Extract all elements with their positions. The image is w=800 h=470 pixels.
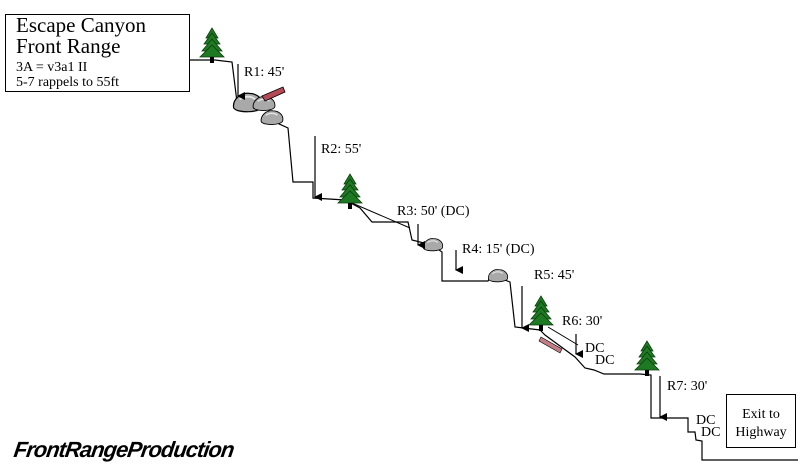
exit-line2: Highway: [735, 424, 787, 440]
pine-tree-icon: [199, 27, 225, 64]
boulder-icon: [487, 268, 509, 283]
rappel-label-r7: R7: 30': [667, 379, 707, 394]
exit-box: Exit to Highway: [726, 394, 796, 448]
log-icon: [538, 336, 563, 354]
rappel-label-r3: R3: 50' (DC): [397, 204, 470, 219]
rappel-label-r6: R6: 30': [562, 314, 602, 329]
pine-tree-icon: [528, 295, 554, 332]
rappel-label-r2: R2: 55': [321, 142, 361, 157]
exit-line1: Exit to: [742, 407, 780, 422]
r3-slab-line: [344, 199, 411, 229]
canyon-floor-profile: [5, 59, 798, 461]
route-rating: 3A = v3a1 II: [16, 60, 88, 76]
route-info-box: Escape Canyon Front Range 3A = v3a1 II 5…: [5, 14, 190, 92]
pine-tree-icon: [634, 340, 660, 377]
rappel-label-r1: R1: 45': [244, 65, 284, 80]
boulder-icon: [422, 237, 444, 252]
canyon-name: Escape Canyon: [16, 13, 147, 37]
rappel-summary: 5-7 rappels to 55ft: [16, 74, 120, 90]
downclimb-label: DC: [585, 341, 604, 356]
downclimb-label: DC: [595, 353, 614, 368]
pine-tree-icon: [337, 173, 363, 210]
r6-slab-line: [547, 326, 579, 346]
producer-signature: FrontRangeProduction: [12, 437, 236, 462]
region-name: Front Range: [16, 34, 121, 59]
downclimb-label: DC: [696, 413, 715, 428]
rappel-label-r5: R5: 45': [534, 268, 574, 283]
downclimb-label: DC: [701, 425, 720, 440]
boulder-icon: [260, 110, 284, 126]
rappel-label-r4: R4: 15' (DC): [462, 242, 535, 257]
log-icon: [261, 86, 286, 102]
